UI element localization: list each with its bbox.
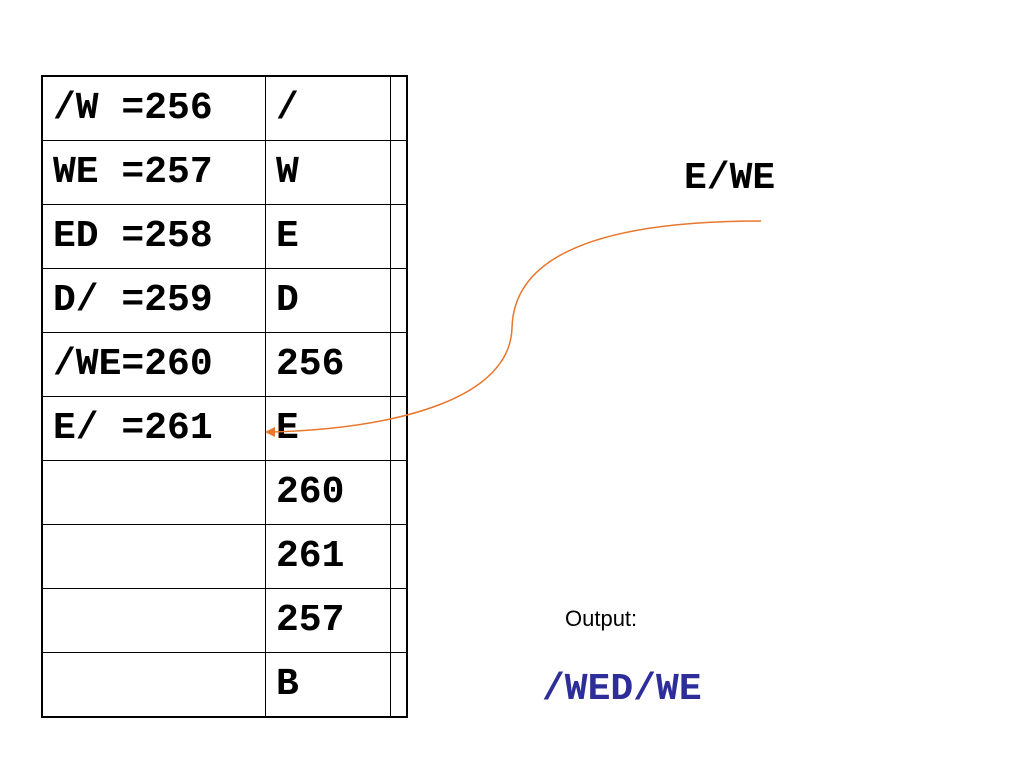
input-string: E/WE xyxy=(684,157,776,200)
code-cell: B xyxy=(265,652,391,718)
dictionary-entry-cell xyxy=(41,588,266,653)
blank-cell xyxy=(390,652,408,718)
dictionary-entry-cell: WE =257 xyxy=(41,140,266,205)
code-cell: E xyxy=(265,204,391,269)
dictionary-entry-cell xyxy=(41,524,266,589)
output-string: /WED/WE xyxy=(542,668,702,711)
code-cell: 256 xyxy=(265,332,391,397)
dictionary-entry-cell: /W =256 xyxy=(41,75,266,141)
dictionary-entry-cell: /WE=260 xyxy=(41,332,266,397)
table-row: B xyxy=(41,652,408,718)
arrow-curve xyxy=(271,220,762,433)
dictionary-entry-cell xyxy=(41,652,266,718)
arrow-head xyxy=(265,427,275,437)
code-cell: 261 xyxy=(265,524,391,589)
table-row: 261 xyxy=(41,524,408,589)
code-cell: W xyxy=(265,140,391,205)
table-row: 260 xyxy=(41,460,408,525)
code-cell: 257 xyxy=(265,588,391,653)
dictionary-entry-cell: E/ =261 xyxy=(41,396,266,461)
blank-cell xyxy=(390,588,408,653)
output-label: Output: xyxy=(565,606,638,631)
dictionary-entry-cell xyxy=(41,460,266,525)
code-cell: D xyxy=(265,268,391,333)
code-cell: 260 xyxy=(265,460,391,525)
table-row: 257 xyxy=(41,588,408,653)
